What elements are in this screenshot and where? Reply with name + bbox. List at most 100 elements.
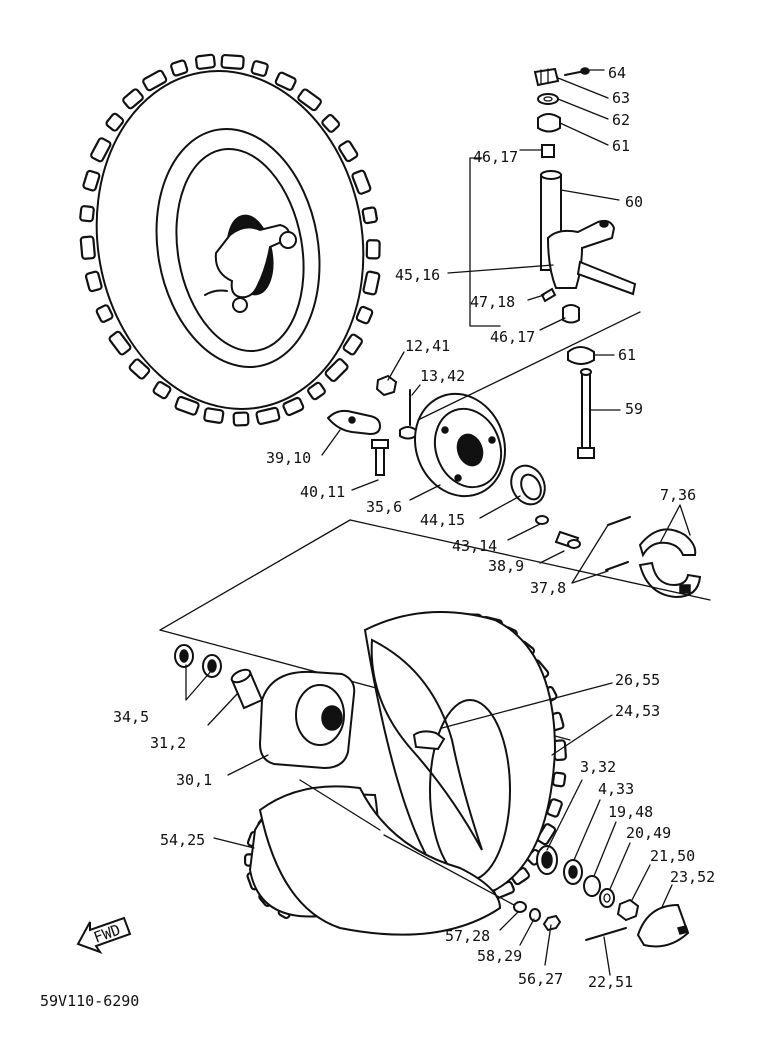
callout-43: 43,14 (452, 537, 497, 555)
tread-lug (122, 88, 144, 110)
fwd-arrow-shape (76, 916, 132, 954)
bracket-hole (348, 416, 356, 424)
callout-61a: 61 (612, 137, 630, 155)
brake-plate-inner (433, 407, 503, 489)
washer-19 (583, 875, 601, 897)
bolt-40 (375, 444, 385, 476)
callout-45: 45,16 (395, 266, 440, 284)
tread-lug (79, 205, 95, 223)
bolt-40-head (371, 439, 389, 449)
washer-57 (513, 901, 527, 913)
callout-35: 35,6 (366, 498, 402, 516)
plate-bolt-3 (454, 474, 462, 482)
callout-34: 34,5 (113, 708, 149, 726)
steering-knuckle (546, 219, 616, 289)
callout-57: 57,28 (445, 927, 490, 945)
dust-seal-bottom (567, 346, 595, 365)
bracket-line (469, 157, 501, 327)
leader-34 (185, 664, 213, 701)
fwd-arrow-icon (76, 916, 132, 954)
tread-lug (297, 88, 322, 112)
tread-lug (79, 235, 96, 260)
cotter-pin-eye (580, 67, 590, 75)
callout-3: 3,32 (580, 758, 616, 776)
seal-34b-hole (207, 659, 217, 673)
leader-46b (539, 317, 566, 331)
castle-nut-slots (540, 68, 549, 84)
rim-bolt-line (383, 834, 515, 906)
leader-47 (527, 294, 545, 301)
tread-lug (95, 304, 114, 323)
tread-lug (250, 60, 269, 77)
axle-nut-21 (616, 898, 640, 922)
leader-30 (227, 754, 269, 776)
kingpin-bolt (581, 371, 591, 451)
fwd-label: FWD (91, 921, 123, 947)
washer-20 (599, 888, 615, 908)
camshaft-end (567, 539, 581, 549)
leader-43 (507, 523, 541, 541)
leader-57 (499, 911, 519, 931)
leader-22 (603, 936, 611, 976)
tread-lug (108, 330, 132, 356)
castle-nut (533, 67, 560, 87)
callout-13: 13,42 (420, 367, 465, 385)
kingpin-stack (469, 67, 637, 459)
leader-37 (571, 524, 609, 584)
leader-20 (609, 842, 631, 890)
dust-seal-top (537, 113, 561, 133)
callout-64: 64 (608, 64, 626, 82)
tread-lug (90, 137, 112, 163)
brake-drum-section (159, 311, 711, 741)
cotter-pin-22 (585, 927, 627, 941)
tread-lug (105, 112, 125, 132)
spacer-31-end (230, 668, 252, 684)
callout-58: 58,29 (477, 947, 522, 965)
tread-lug (365, 239, 381, 260)
callout-21: 21,50 (650, 847, 695, 865)
bushing-top (541, 144, 555, 158)
callout-56: 56,27 (518, 970, 563, 988)
grease-nipple (540, 287, 557, 303)
nut-56 (542, 914, 562, 932)
wheel-hub-bore (321, 705, 343, 731)
tread-lug (361, 206, 378, 225)
leader-35 (409, 484, 441, 501)
tread-lug (220, 53, 245, 70)
tread-lug (321, 113, 341, 133)
tread-lug (551, 771, 567, 788)
leader-54 (213, 837, 255, 849)
tie-rod-end (279, 231, 297, 249)
tread-lug (170, 59, 189, 77)
valve-stem (412, 730, 446, 751)
leader-24 (551, 714, 613, 756)
bearing-3-bore (541, 851, 553, 869)
frame-line-upper (417, 311, 641, 421)
leader-19 (593, 821, 617, 877)
tread-lug (342, 333, 363, 356)
tire-rim-inner (175, 147, 305, 353)
leader-56 (544, 924, 552, 966)
leader-40 (351, 479, 379, 491)
callout-47: 47,18 (470, 293, 515, 311)
knuckle-spindle (576, 260, 637, 296)
callout-26: 26,55 (615, 671, 660, 689)
callout-54: 54,25 (160, 831, 205, 849)
leader-39 (321, 429, 341, 456)
leader-26 (441, 682, 613, 729)
tread-lug (152, 381, 172, 400)
tread-lug (351, 169, 372, 195)
wheel-hub-face (295, 684, 345, 746)
nut-12 (375, 374, 398, 397)
leader-62 (557, 98, 609, 120)
washer-58 (529, 908, 541, 922)
spring-1 (607, 516, 631, 526)
dust-cap-tip (677, 925, 689, 935)
frame-line-lower (159, 519, 711, 631)
tread-lug (338, 140, 359, 163)
hub-nut (232, 297, 248, 313)
assembled-tire (79, 53, 381, 427)
callout-46a: 46,17 (473, 148, 518, 166)
washer-13 (399, 426, 417, 440)
washer-62 (537, 93, 559, 105)
